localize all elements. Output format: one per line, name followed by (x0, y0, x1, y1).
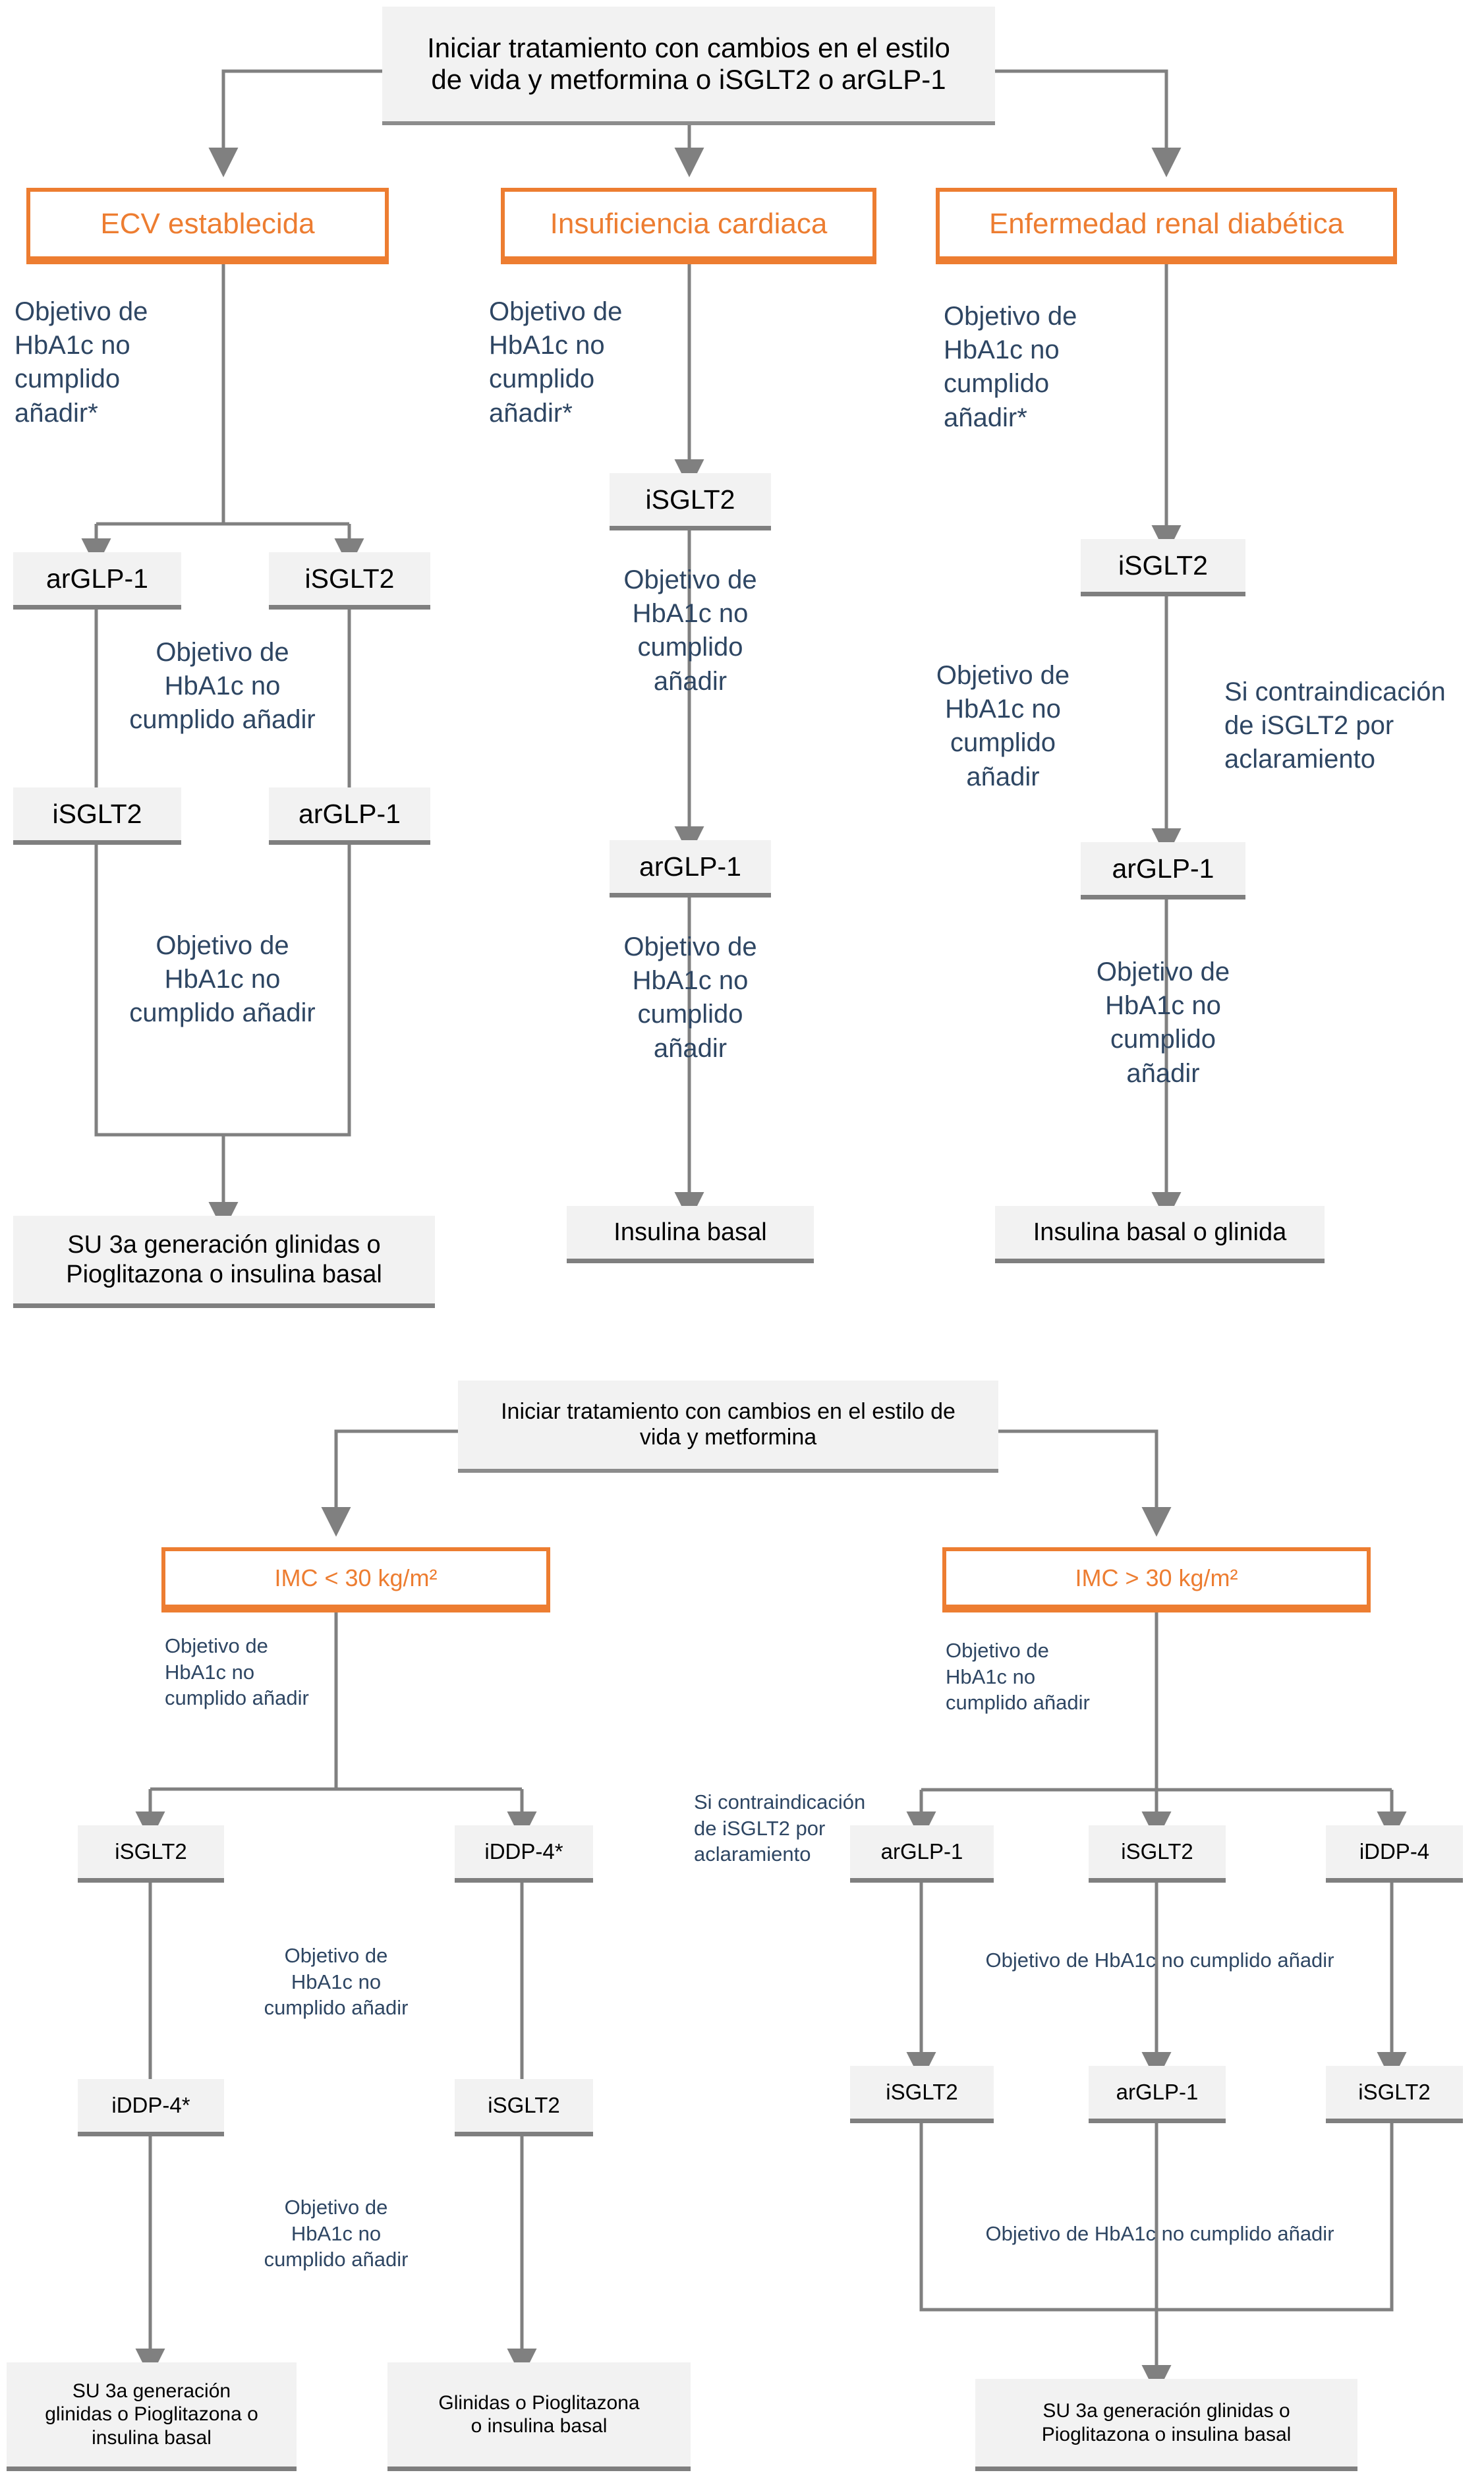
condition-box-ecv[interactable]: ECV establecida (26, 188, 389, 260)
node-imclow-iddp4-swap[interactable]: iDDP-4* (78, 2079, 224, 2136)
node-imchigh-isglt2-swap[interactable]: iSGLT2 (850, 2066, 994, 2123)
node-label: iSGLT2 (1358, 2079, 1431, 2104)
condition-box-imc-low[interactable]: IMC < 30 kg/m² (161, 1547, 550, 1609)
edge-label-imchigh-2: Objetivo de HbA1c no cumplido añadir (985, 1949, 1334, 1972)
node-imchigh-isglt2[interactable]: iSGLT2 (1089, 1825, 1226, 1883)
node-label: iSGLT2 (645, 484, 735, 515)
edge-label-ecv-3: Objetivo de HbA1c no cumplido añadir (129, 931, 316, 1028)
bottom-root-box: Iniciar tratamiento con cambios en el es… (458, 1381, 998, 1473)
edge-label-ic-3: Objetivo de HbA1c no cumplido añadir (623, 932, 757, 1063)
node-label: iDDP-4 (1359, 1839, 1430, 1864)
condition-label-imc-low: IMC < 30 kg/m² (274, 1564, 438, 1591)
node-ecv-isglt2[interactable]: iSGLT2 (269, 552, 430, 610)
edge-label-erd-2: Objetivo de HbA1c no cumplido añadir (936, 661, 1070, 791)
node-label: arGLP-1 (1116, 2079, 1199, 2104)
node-ic-isglt2[interactable]: iSGLT2 (610, 473, 771, 530)
node-label: Glinidas o Pioglitazona o insulina basal (438, 2391, 640, 2437)
node-erd-final[interactable]: Insulina basal o glinida (995, 1206, 1325, 1263)
node-imclow-isglt2[interactable]: iSGLT2 (78, 1825, 224, 1883)
node-label: iDDP-4* (111, 2092, 190, 2117)
edge-label-imclow-2: Objetivo de HbA1c no cumplido añadir (264, 1944, 409, 2020)
node-ic-arglp1[interactable]: arGLP-1 (610, 840, 771, 898)
node-label: iSGLT2 (1118, 550, 1208, 581)
node-imclow-isglt2-swap[interactable]: iSGLT2 (455, 2079, 593, 2136)
node-label: iSGLT2 (304, 563, 395, 594)
node-label: arGLP-1 (299, 798, 401, 829)
edge-label-ecv-2: Objetivo de HbA1c no cumplido añadir (129, 638, 316, 735)
condition-label-ecv: ECV establecida (100, 208, 315, 240)
node-label: iSGLT2 (488, 2092, 560, 2117)
node-erd-arglp1[interactable]: arGLP-1 (1081, 842, 1245, 899)
node-imclow-final-a[interactable]: SU 3a generación glinidas o Pioglitazona… (7, 2362, 297, 2471)
edge-label-imclow-3: Objetivo de HbA1c no cumplido añadir (264, 2196, 409, 2271)
node-label: arGLP-1 (1112, 853, 1214, 884)
node-label: arGLP-1 (46, 563, 148, 594)
edge-label-ecv-1: Objetivo de HbA1c no cumplido añadir* (14, 297, 148, 428)
node-label: iSGLT2 (1121, 1839, 1193, 1864)
condition-box-erd[interactable]: Enfermedad renal diabética (936, 188, 1397, 260)
condition-label-erd: Enfermedad renal diabética (988, 208, 1344, 240)
edge-label-ic-1: Objetivo de HbA1c no cumplido añadir* (489, 297, 623, 428)
node-imchigh-arglp1[interactable]: arGLP-1 (850, 1825, 994, 1883)
node-label: arGLP-1 (880, 1839, 963, 1864)
edge-note-imchigh-contraindication: Si contraindicación de iSGLT2 por aclara… (694, 1790, 866, 1866)
node-ecv-final[interactable]: SU 3a generación glinidas o Pioglitazona… (13, 1216, 435, 1308)
node-imclow-iddp4[interactable]: iDDP-4* (455, 1825, 593, 1883)
condition-box-ic[interactable]: Insuficiencia cardiaca (501, 188, 876, 260)
node-ic-final[interactable]: Insulina basal (567, 1206, 814, 1263)
edge-label-ic-2: Objetivo de HbA1c no cumplido añadir (623, 565, 757, 696)
top-root-label: Iniciar tratamiento con cambios en el es… (427, 32, 950, 95)
edge-note-erd-contraindication: Si contraindicación de iSGLT2 por aclara… (1224, 677, 1446, 774)
node-label: Insulina basal o glinida (1033, 1218, 1287, 1246)
edge-label-imclow-1: Objetivo de HbA1c no cumplido añadir (165, 1634, 309, 1710)
node-label: iSGLT2 (115, 1839, 187, 1864)
bottom-root-label: Iniciar tratamiento con cambios en el es… (501, 1399, 956, 1450)
top-root-box: Iniciar tratamiento con cambios en el es… (382, 7, 995, 125)
node-imchigh-isglt2-swap2[interactable]: iSGLT2 (1326, 2066, 1463, 2123)
node-ecv-isglt2-swap[interactable]: iSGLT2 (13, 787, 181, 845)
node-label: iSGLT2 (52, 798, 142, 829)
condition-label-imc-high: IMC > 30 kg/m² (1075, 1564, 1238, 1591)
node-label: iDDP-4* (484, 1839, 563, 1864)
node-imchigh-final[interactable]: SU 3a generación glinidas o Pioglitazona… (975, 2379, 1357, 2471)
node-label: arGLP-1 (639, 851, 741, 882)
condition-label-ic: Insuficiencia cardiaca (550, 208, 828, 240)
node-label: iSGLT2 (886, 2079, 958, 2104)
node-imchigh-iddp4[interactable]: iDDP-4 (1326, 1825, 1463, 1883)
node-imclow-final-b[interactable]: Glinidas o Pioglitazona o insulina basal (387, 2362, 691, 2471)
node-ecv-arglp1-swap[interactable]: arGLP-1 (269, 787, 430, 845)
condition-box-imc-high[interactable]: IMC > 30 kg/m² (942, 1547, 1371, 1609)
node-ecv-arglp1[interactable]: arGLP-1 (13, 552, 181, 610)
node-imchigh-arglp1-swap[interactable]: arGLP-1 (1089, 2066, 1226, 2123)
edge-label-erd-3: Objetivo de HbA1c no cumplido añadir (1096, 957, 1230, 1088)
node-label: SU 3a generación glinidas o Pioglitazona… (66, 1230, 382, 1288)
node-label: SU 3a generación glinidas o Pioglitazona… (1041, 2400, 1292, 2445)
edge-label-imchigh-1: Objetivo de HbA1c no cumplido añadir (946, 1639, 1090, 1715)
edge-label-imchigh-3: Objetivo de HbA1c no cumplido añadir (985, 2222, 1334, 2245)
node-label: Insulina basal (614, 1218, 767, 1246)
node-erd-isglt2[interactable]: iSGLT2 (1081, 539, 1245, 596)
edge-label-erd-1: Objetivo de HbA1c no cumplido añadir* (944, 302, 1077, 432)
node-label: SU 3a generación glinidas o Pioglitazona… (45, 2380, 258, 2449)
